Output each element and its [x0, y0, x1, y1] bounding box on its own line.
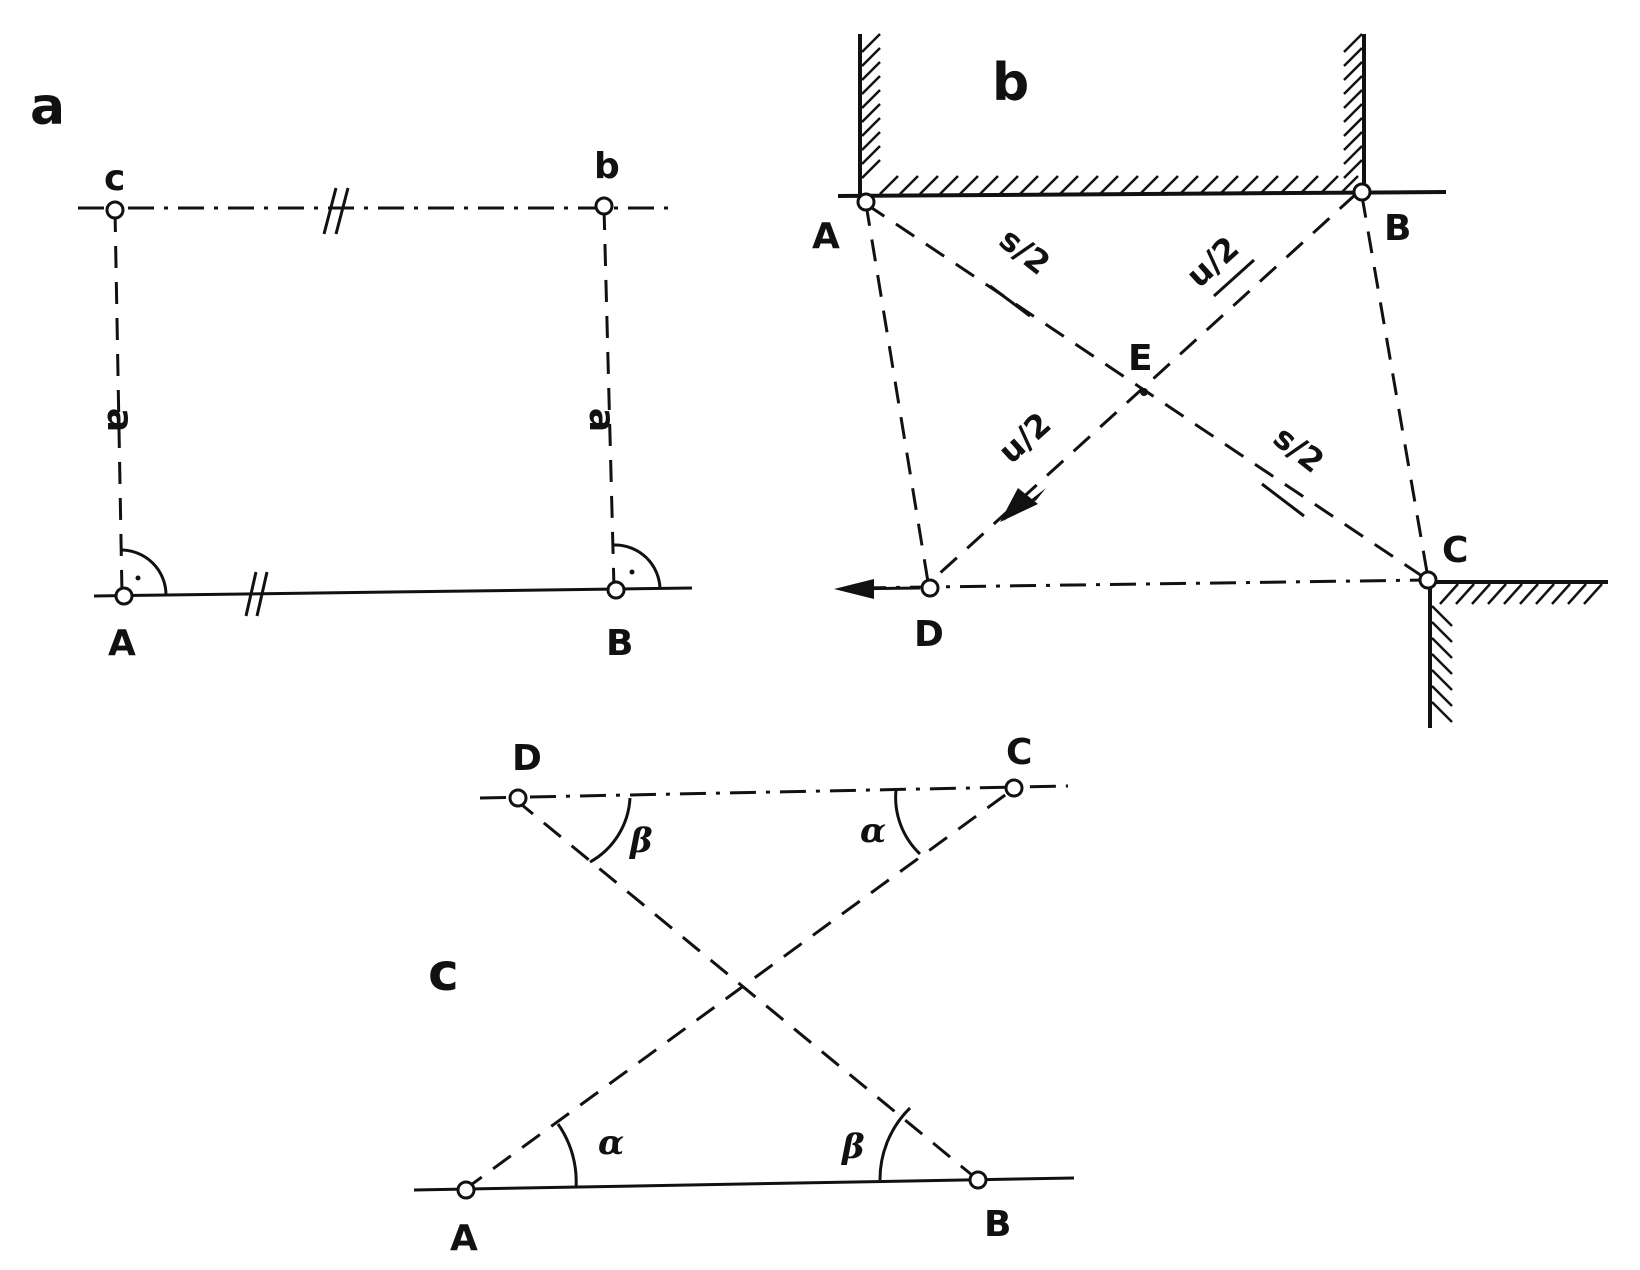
panel-a: a a a c b A B — [30, 77, 693, 664]
panel-c-node-B — [968, 1170, 988, 1190]
panel-c-arc-beta-top — [589, 797, 632, 864]
panel-b-top-beam-hatch — [879, 175, 1359, 195]
panel-b-underline-s-lower — [1261, 482, 1305, 518]
panel-c-node-D — [508, 788, 528, 808]
panel-a-left-side — [113, 209, 124, 595]
panel-c-label: c — [428, 943, 459, 1003]
panel-a-point-A: A — [108, 623, 136, 664]
panel-c-point-B: B — [984, 1204, 1011, 1245]
panel-c-point-C: C — [1006, 732, 1032, 773]
panel-b-left-wall-hatch — [861, 33, 881, 179]
panel-b-point-E-dot — [1140, 388, 1148, 396]
panel-b-segment-s-upper: s/2 — [992, 220, 1057, 283]
panel-c-arc-beta-bottom — [878, 1106, 912, 1181]
panel-b-point-C: C — [1442, 530, 1468, 571]
panel-b-segment-u-upper: u/2 — [1179, 229, 1247, 295]
panel-c-angle-alpha-bottom: α — [598, 1123, 624, 1163]
panel-c-arc-alpha-top — [894, 789, 922, 856]
panel-a-parallel-mark-bottom-2 — [255, 571, 269, 617]
panel-a-label: a — [30, 77, 65, 137]
panel-a-parallel-mark-top-2 — [334, 187, 350, 235]
panel-c-diagonal-DB — [515, 798, 979, 1182]
panel-a-node-b — [594, 196, 614, 216]
panel-a-parallel-mark-top-1 — [322, 187, 338, 235]
panel-c-point-D: D — [512, 738, 542, 779]
panel-c-node-C — [1004, 778, 1024, 798]
panel-b-corner-vertical-hatch — [1431, 605, 1453, 723]
panel-c-diagonal-AC — [463, 788, 1013, 1192]
panel-a-right-angle-dot-B — [629, 569, 635, 575]
panel-c-base-line — [413, 1176, 1075, 1192]
panel-b-node-A — [856, 192, 876, 212]
panel-b-underline-s-upper — [989, 284, 1031, 318]
panel-a-node-A — [114, 586, 134, 606]
panel-b-segment-s-lower: s/2 — [1266, 418, 1331, 481]
panel-c: c β α α β D C A B — [413, 732, 1075, 1259]
panel-b-node-D — [920, 578, 940, 598]
panel-b-arrow-left-head — [834, 579, 874, 599]
panel-b-point-D: D — [914, 614, 944, 655]
panel-a-right-angle-B — [613, 543, 662, 590]
panel-b-top-line — [837, 190, 1447, 198]
panel-b-side-AD — [864, 203, 930, 583]
panel-a-node-c — [105, 200, 125, 220]
panel-b-corner-horizontal-hatch — [1439, 583, 1603, 605]
panel-b-point-E: E — [1128, 338, 1153, 379]
panel-c-top-line — [479, 784, 1069, 800]
panel-a-point-B: B — [606, 623, 633, 664]
panel-b: b — [812, 33, 1608, 728]
panel-a-point-b: b — [594, 146, 620, 187]
panel-b-label: b — [992, 53, 1029, 113]
panel-b-point-A: A — [812, 216, 840, 257]
panel-b-segment-u-lower: u/2 — [991, 405, 1059, 471]
panel-a-node-B — [606, 580, 626, 600]
panel-b-point-B: B — [1384, 208, 1411, 249]
panel-b-side-BC — [1360, 195, 1430, 579]
panel-c-angle-alpha-top: α — [860, 811, 886, 851]
panel-a-point-c: c — [104, 158, 125, 199]
panel-c-arc-alpha-bottom — [556, 1123, 578, 1189]
panel-c-point-A: A — [450, 1218, 478, 1259]
panel-c-angle-beta-top: β — [628, 821, 653, 861]
panel-a-side-label-left: a — [99, 408, 140, 432]
panel-b-node-B — [1352, 182, 1372, 202]
panel-a-right-side — [602, 207, 616, 589]
panel-a-base-line — [93, 586, 693, 598]
panel-b-underline-u-upper — [1212, 258, 1256, 298]
panel-a-parallel-mark-bottom-1 — [244, 571, 258, 617]
panel-b-right-wall-hatch — [1343, 33, 1363, 179]
panel-a-side-label-right: a — [581, 408, 622, 432]
panel-c-node-A — [456, 1180, 476, 1200]
panel-a-right-angle-dot-A — [135, 575, 141, 581]
panel-a-right-angle-A — [119, 548, 168, 596]
panel-c-angle-beta-bottom: β — [840, 1127, 865, 1167]
panel-b-node-C — [1418, 570, 1438, 590]
panel-b-line-DC — [859, 578, 1429, 590]
panel-b-arrow-u-half-head — [1000, 488, 1038, 522]
